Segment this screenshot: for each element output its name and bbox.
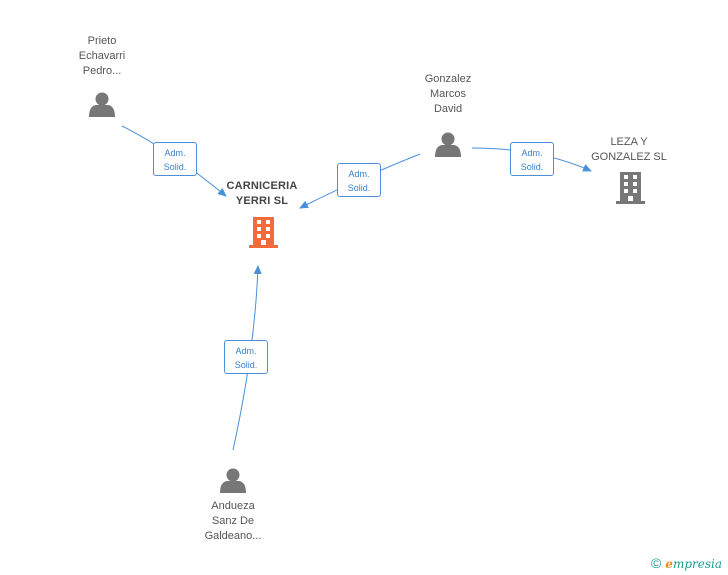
edge-label-line: Solid. (520, 162, 544, 172)
node-label-line: Galdeano... (204, 530, 262, 542)
brand-watermark[interactable]: ©empresia (651, 555, 722, 571)
edge-label-gonzalez-carniceria[interactable]: Adm. Solid. (337, 163, 381, 197)
edge-label-line: Solid. (234, 360, 258, 370)
person-icon[interactable] (89, 92, 115, 118)
node-label-line: Sanz De (211, 515, 255, 527)
edge-label-line: Adm. (348, 169, 370, 179)
node-label-line: Andueza (211, 500, 255, 512)
node-label-prieto[interactable]: Prieto Echavarri Pedro... (62, 34, 142, 79)
copyright-symbol: © (650, 555, 662, 571)
node-label-line: CARNICERIA (226, 180, 298, 192)
node-label-line: LEZA Y (610, 136, 648, 148)
edge-label-prieto-carniceria[interactable]: Adm. Solid. (153, 142, 197, 176)
edge-label-andueza-carniceria[interactable]: Adm. Solid. (224, 340, 268, 374)
node-label-line: Prieto (87, 35, 117, 47)
brand-initial: e (665, 557, 673, 571)
node-label-line: Marcos (429, 88, 467, 100)
node-label-gonzalez[interactable]: Gonzalez Marcos David (406, 72, 490, 117)
node-label-carniceria[interactable]: CARNICERIA YERRI SL (214, 179, 310, 209)
edge-label-gonzalez-leza[interactable]: Adm. Solid. (510, 142, 554, 176)
person-icon[interactable] (435, 132, 461, 158)
edge-label-line: Adm. (521, 148, 543, 158)
building-icon[interactable] (249, 217, 278, 248)
edge-label-line: Adm. (235, 346, 257, 356)
building-icon[interactable] (616, 172, 645, 204)
edge-label-line: Solid. (163, 162, 187, 172)
node-label-line: David (433, 103, 463, 115)
node-label-line: GONZALEZ SL (591, 151, 667, 163)
node-label-line: Gonzalez (424, 73, 472, 85)
node-label-andueza[interactable]: Andueza Sanz De Galdeano... (190, 499, 276, 544)
node-label-leza[interactable]: LEZA Y GONZALEZ SL (582, 135, 676, 165)
brand-name: mpresia (672, 557, 722, 571)
node-label-line: YERRI SL (235, 195, 289, 207)
edge-label-line: Solid. (347, 183, 371, 193)
edge-label-line: Adm. (164, 148, 186, 158)
node-label-line: Pedro... (82, 65, 122, 77)
person-icon[interactable] (220, 468, 246, 494)
node-label-line: Echavarri (78, 50, 126, 62)
